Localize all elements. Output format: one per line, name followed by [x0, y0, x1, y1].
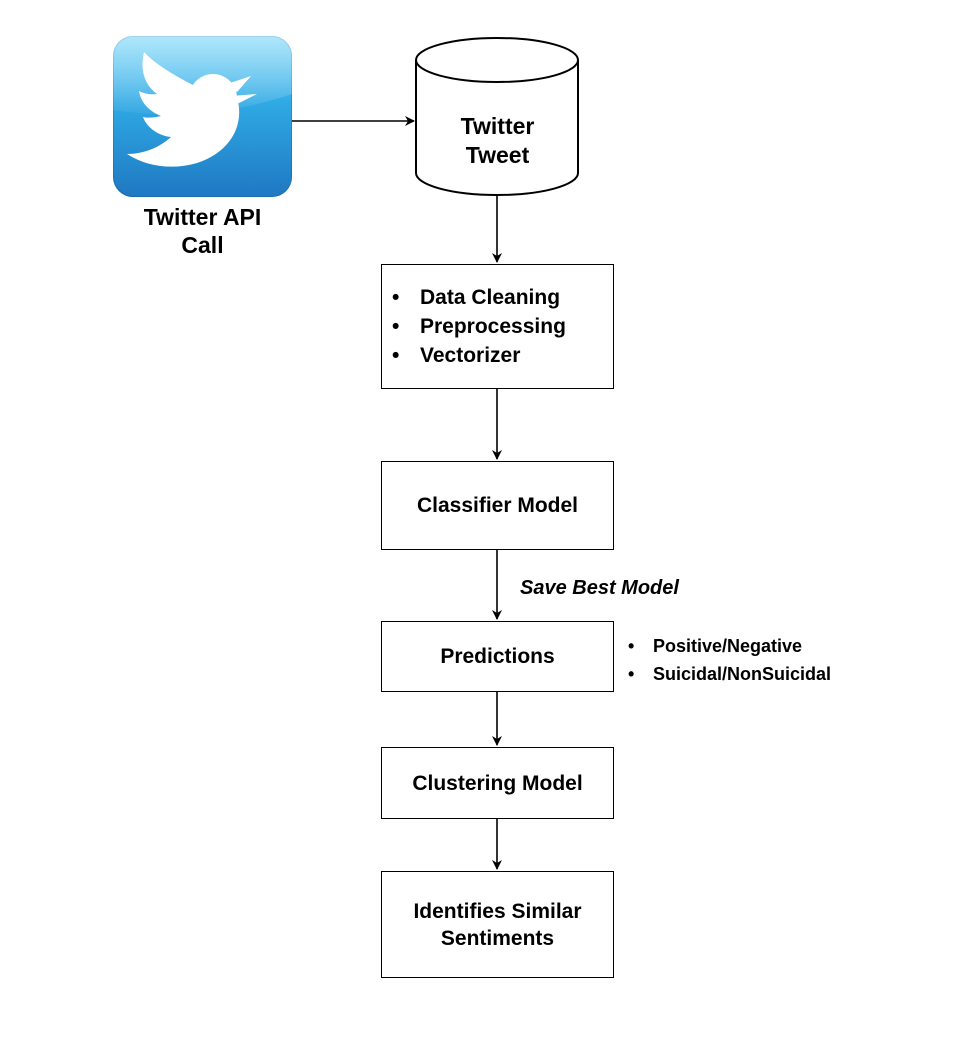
output-positive-negative: Positive/Negative [626, 632, 831, 660]
output-suicidal-nonsuicidal: Suicidal/NonSuicidal [626, 660, 831, 688]
classifier-model-label: Classifier Model [416, 494, 579, 517]
twitter-api-call-label: Twitter API Call [120, 203, 285, 259]
database-label-line-2: Tweet [465, 142, 530, 168]
result-label-line-1: Identifies Similar [413, 899, 582, 923]
predictions-label: Predictions [440, 645, 555, 668]
preprocessing-box: Data Cleaning Preprocessing Vectorizer [381, 264, 614, 389]
source-label-line-2: Call [181, 232, 224, 258]
step-data-cleaning: Data Cleaning [382, 283, 566, 312]
step-preprocessing: Preprocessing [382, 312, 566, 341]
step-vectorizer: Vectorizer [382, 341, 566, 370]
bird-shape [127, 52, 257, 167]
predictions-box: Predictions [381, 621, 614, 692]
prediction-outputs-list: Positive/Negative Suicidal/NonSuicidal [626, 632, 831, 688]
source-label-line-1: Twitter API [143, 204, 262, 230]
save-best-model-label: Save Best Model [520, 577, 679, 599]
database-label-line-1: Twitter [460, 113, 535, 139]
classifier-model-box: Classifier Model [381, 461, 614, 550]
clustering-model-box: Clustering Model [381, 747, 614, 819]
twitter-tweet-label: Twitter Tweet [420, 112, 575, 170]
preprocessing-steps: Data Cleaning Preprocessing Vectorizer [382, 283, 566, 370]
twitter-tweet-database [415, 37, 579, 196]
twitter-bird-icon [113, 36, 292, 197]
result-label-line-2: Sentiments [440, 926, 555, 950]
clustering-model-label: Clustering Model [412, 771, 583, 795]
identifies-similar-sentiments-box: Identifies Similar Sentiments [381, 871, 614, 978]
